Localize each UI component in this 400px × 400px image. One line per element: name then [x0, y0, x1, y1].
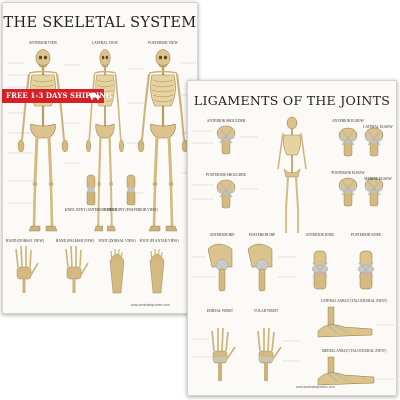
hand-dorsal-illustration: [15, 245, 39, 293]
foot-plantar-illustration: [149, 248, 165, 294]
ligaments-website: www.laminatedposters.com: [296, 385, 335, 389]
label-volar-wrist: VOLAR WRIST: [253, 309, 279, 313]
anterior-hip-illustration: [207, 243, 233, 292]
skeletal-poster-title: THE SKELETAL SYSTEM: [3, 15, 197, 31]
skeletal-website: www.laminatedposters.com: [131, 303, 170, 307]
label-posterior-knee: POSTERIOR KNEE: [350, 233, 382, 237]
skeleton-illustrations: [7, 48, 196, 295]
lateral-ankle-illustration: [317, 306, 373, 338]
label-medial-elbow: MEDIAL ELBOW: [364, 177, 392, 181]
view-label-lateral: LATERAL VIEW: [91, 41, 119, 45]
free-shipping-banner: FREE 1-3 DAYS SHIPPING: [2, 89, 112, 103]
free-shipping-text: FREE 1-3 DAYS SHIPPING: [6, 91, 112, 100]
knee-label-anterior: KNEE JOINT (ANTERIOR VIEW): [64, 208, 118, 212]
label-foot-dorsal: FOOT (DORSAL VIEW): [98, 239, 136, 243]
ligament-illustrations: [192, 116, 394, 386]
medial-ankle-illustration: [317, 356, 375, 386]
view-label-anterior: ANTERIOR VIEW: [28, 41, 58, 45]
ligaments-poster-title: LIGAMENTS OF THE JOINTS: [193, 93, 391, 108]
knee-label-posterior: KNEE JOINT (POSTERIOR VIEW): [104, 208, 158, 212]
label-posterior-shoulder: POSTERIOR SHOULDER: [206, 173, 246, 177]
label-lateral-ankle: LATERAL ANKLE (TALOCRURAL JOINT): [320, 299, 388, 303]
view-label-posterior: POSTERIOR VIEW: [148, 41, 178, 45]
foot-dorsal-illustration: [109, 248, 125, 294]
label-hand-dorsal: HAND (DORSAL VIEW): [5, 239, 45, 243]
knee-joint-anterior-illustration: [86, 174, 96, 206]
label-lateral-elbow: LATERAL ELBOW: [363, 125, 393, 129]
center-skeleton-illustration: [277, 116, 307, 233]
label-dorsal-wrist: DORSAL WRIST: [206, 309, 234, 313]
label-medial-ankle: MEDIAL ANKLE (TALOCRURAL JOINT): [321, 349, 387, 353]
knee-joint-posterior-illustration: [126, 174, 136, 206]
label-anterior-elbow: ANTERIOR ELBOW: [332, 119, 364, 123]
label-foot-plantar: FOOT (PLANTAR VIEW): [139, 239, 179, 243]
truck-icon: [90, 93, 100, 100]
label-posterior-hip: POSTERIOR HIP: [248, 233, 276, 237]
label-posterior-elbow: POSTERIOR ELBOW: [331, 171, 365, 175]
label-anterior-hip: ANTERIOR HIP: [209, 233, 235, 237]
skeletal-system-poster: THE SKELETAL SYSTEM ANTERIOR VIEW LATERA…: [2, 2, 198, 314]
label-hand-palmar: HAND (PALMAR VIEW): [55, 239, 95, 243]
ligaments-poster: LIGAMENTS OF THE JOINTS: [187, 80, 397, 396]
posterior-hip-illustration: [247, 243, 273, 292]
label-anterior-shoulder: ANTERIOR SHOULDER: [206, 119, 246, 123]
label-anterior-knee: ANTERIOR KNEE: [305, 233, 335, 237]
